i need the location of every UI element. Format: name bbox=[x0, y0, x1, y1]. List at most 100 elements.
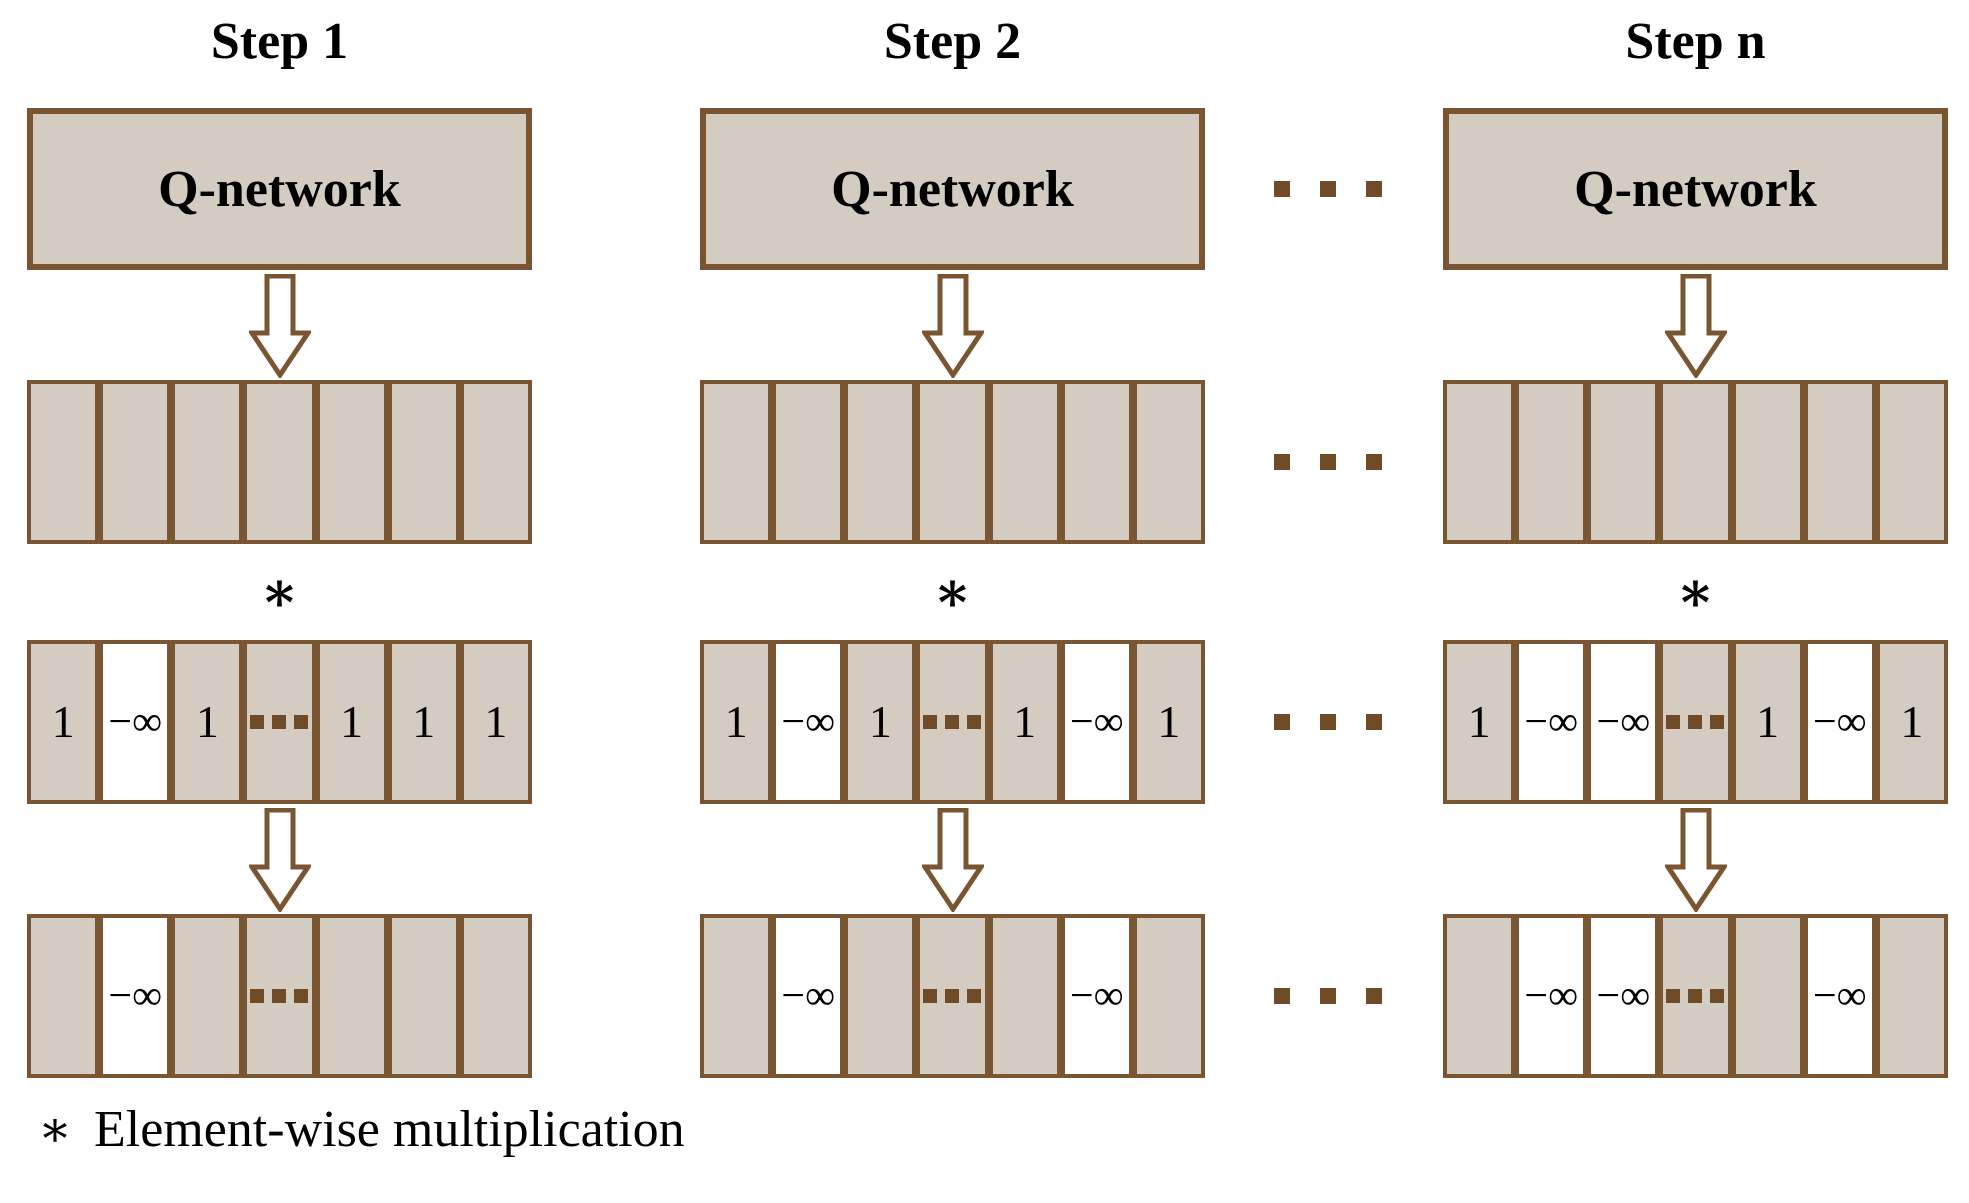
ellipsis-dot bbox=[294, 989, 309, 1003]
output-cell bbox=[1875, 914, 1948, 1078]
ellipsis-dot bbox=[945, 989, 960, 1003]
mask-cell: 1 bbox=[171, 640, 244, 804]
separator-dot bbox=[1366, 454, 1382, 470]
step-title: Step 2 bbox=[883, 13, 1022, 70]
ellipsis-dots-icon bbox=[250, 715, 309, 729]
ellipsis-dot bbox=[1666, 989, 1681, 1003]
mask-cell: 1 bbox=[1875, 640, 1948, 804]
q-value-cell bbox=[171, 380, 244, 544]
output-cell bbox=[916, 914, 989, 1078]
multiply-symbol: ∗ bbox=[1676, 562, 1715, 624]
mask-cell bbox=[1659, 640, 1732, 804]
step-title: Step n bbox=[1625, 13, 1766, 70]
ellipsis-dot bbox=[967, 989, 982, 1003]
ellipsis-dot bbox=[250, 715, 265, 729]
down-arrow-icon bbox=[921, 274, 984, 378]
q-value-cell bbox=[844, 380, 917, 544]
q-value-cell bbox=[1443, 380, 1516, 544]
mask-cell bbox=[916, 640, 989, 804]
q-value-cell bbox=[772, 380, 845, 544]
mask-cell: −∞ bbox=[1803, 640, 1876, 804]
down-arrow-icon bbox=[248, 274, 311, 378]
ellipsis-dot bbox=[1710, 715, 1725, 729]
output-cell: −∞ bbox=[772, 914, 845, 1078]
legend: ∗ Element-wise multiplication bbox=[38, 1100, 685, 1159]
q-values-row bbox=[700, 380, 1205, 544]
output-cell bbox=[243, 914, 316, 1078]
output-cell bbox=[1132, 914, 1205, 1078]
step-title: Step 1 bbox=[210, 13, 349, 70]
column-separator-dots-icon bbox=[1274, 181, 1382, 197]
down-arrow-icon bbox=[248, 808, 311, 912]
q-value-cell bbox=[1875, 380, 1948, 544]
separator-dot bbox=[1320, 988, 1336, 1004]
column-separator-dots-icon bbox=[1274, 454, 1382, 470]
output-cell bbox=[171, 914, 244, 1078]
output-cell bbox=[27, 914, 100, 1078]
q-value-cell bbox=[1803, 380, 1876, 544]
ellipsis-dot bbox=[272, 715, 287, 729]
mask-cell: −∞ bbox=[1060, 640, 1133, 804]
ellipsis-dots-icon bbox=[923, 715, 982, 729]
q-value-cell bbox=[1060, 380, 1133, 544]
output-cell bbox=[844, 914, 917, 1078]
separator-dot bbox=[1366, 714, 1382, 730]
q-value-cell bbox=[243, 380, 316, 544]
ellipsis-dots-icon bbox=[923, 989, 982, 1003]
mask-cell bbox=[243, 640, 316, 804]
mask-cell: −∞ bbox=[99, 640, 172, 804]
masked-output-row: −∞−∞ bbox=[700, 914, 1205, 1078]
separator-dot bbox=[1274, 181, 1290, 197]
mask-cell: 1 bbox=[315, 640, 388, 804]
output-cell bbox=[988, 914, 1061, 1078]
mask-cell: 1 bbox=[1132, 640, 1205, 804]
q-value-cell bbox=[387, 380, 460, 544]
q-network-box: Q-network bbox=[1443, 108, 1948, 270]
q-value-cell bbox=[1132, 380, 1205, 544]
masked-output-row: −∞ bbox=[27, 914, 532, 1078]
mask-cell: −∞ bbox=[1515, 640, 1588, 804]
ellipsis-dot bbox=[294, 715, 309, 729]
mask-cell: 1 bbox=[844, 640, 917, 804]
mask-cell: 1 bbox=[1731, 640, 1804, 804]
separator-dot bbox=[1320, 714, 1336, 730]
output-cell bbox=[1731, 914, 1804, 1078]
mask-cell: 1 bbox=[988, 640, 1061, 804]
q-value-cell bbox=[700, 380, 773, 544]
output-cell bbox=[1659, 914, 1732, 1078]
mask-cell: 1 bbox=[27, 640, 100, 804]
multiply-symbol: ∗ bbox=[933, 562, 972, 624]
q-value-cell bbox=[1587, 380, 1660, 544]
mask-cell: 1 bbox=[459, 640, 532, 804]
ellipsis-dot bbox=[923, 989, 938, 1003]
q-value-cell bbox=[99, 380, 172, 544]
q-network-box: Q-network bbox=[700, 108, 1205, 270]
column-separator-dots-icon bbox=[1274, 714, 1382, 730]
mask-row: 1−∞−∞1−∞1 bbox=[1443, 640, 1948, 804]
mask-cell: 1 bbox=[1443, 640, 1516, 804]
ellipsis-dot bbox=[1666, 715, 1681, 729]
output-cell: −∞ bbox=[1587, 914, 1660, 1078]
ellipsis-dots-icon bbox=[1666, 715, 1725, 729]
separator-dot bbox=[1366, 988, 1382, 1004]
ellipsis-dot bbox=[967, 715, 982, 729]
asterisk-symbol: ∗ bbox=[38, 1101, 72, 1157]
ellipsis-dot bbox=[1688, 715, 1703, 729]
separator-dot bbox=[1320, 181, 1336, 197]
output-cell: −∞ bbox=[1803, 914, 1876, 1078]
masked-output-row: −∞−∞−∞ bbox=[1443, 914, 1948, 1078]
q-value-cell bbox=[988, 380, 1061, 544]
ellipsis-dots-icon bbox=[250, 989, 309, 1003]
q-network-box: Q-network bbox=[27, 108, 532, 270]
ellipsis-dot bbox=[923, 715, 938, 729]
output-cell bbox=[700, 914, 773, 1078]
q-values-row bbox=[27, 380, 532, 544]
ellipsis-dot bbox=[250, 989, 265, 1003]
down-arrow-icon bbox=[921, 808, 984, 912]
separator-dot bbox=[1274, 454, 1290, 470]
q-value-cell bbox=[916, 380, 989, 544]
